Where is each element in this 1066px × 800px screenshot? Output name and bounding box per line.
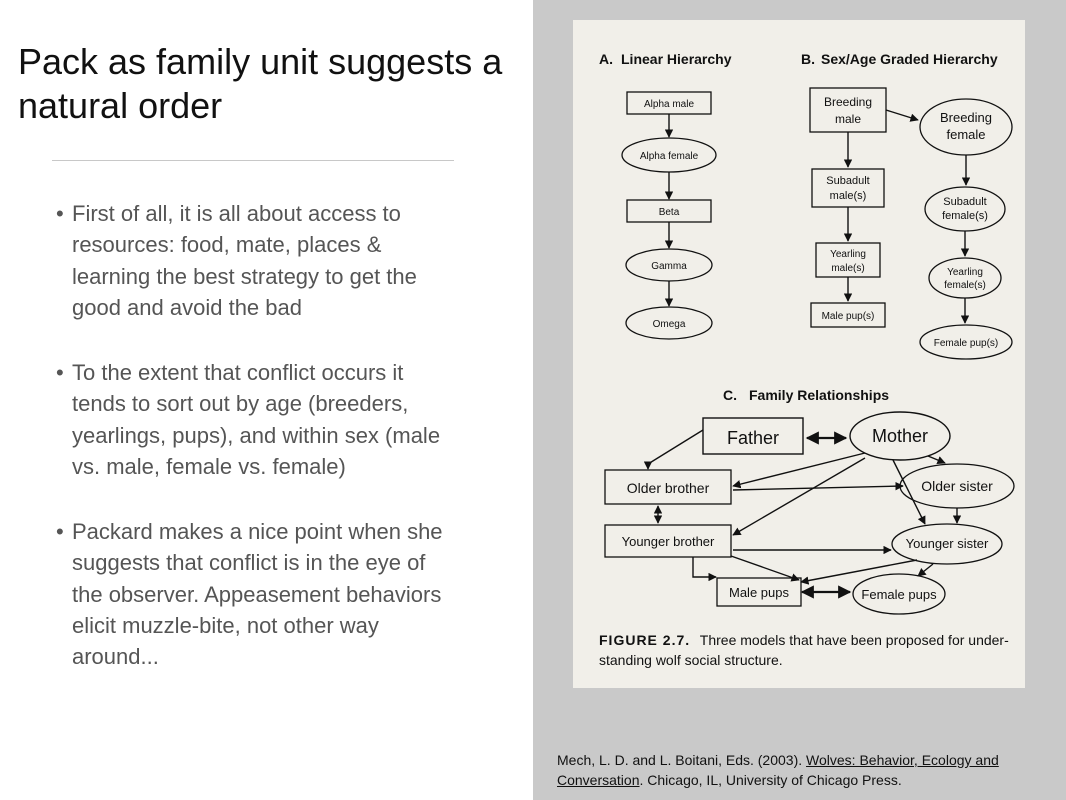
svg-text:Omega: Omega	[653, 319, 686, 330]
panel-a-node-omega: Omega	[625, 306, 713, 340]
bullet-list: First of all, it is all about access to …	[56, 198, 461, 706]
citation-authors: Mech, L. D. and L. Boitani, Eds. (2003).	[557, 752, 807, 768]
panel-c-arrows	[643, 429, 962, 599]
panel-b-node-subadult-females: Subadult female(s)	[924, 186, 1006, 232]
bullet-item: Packard makes a nice point when she sugg…	[56, 516, 461, 673]
panel-a-node-gamma: Gamma	[625, 248, 713, 282]
panel-b-label: B.	[801, 51, 815, 67]
figure-caption-line-1: FIGURE 2.7. Three models that have been …	[599, 632, 1009, 648]
svg-text:Breeding: Breeding	[824, 95, 872, 109]
svg-text:Younger brother: Younger brother	[622, 534, 715, 549]
panel-b-node-yearling-females: Yearling female(s)	[928, 257, 1002, 299]
svg-text:Older brother: Older brother	[627, 480, 710, 496]
panel-c-node-female-pups: Female pups	[852, 573, 946, 615]
svg-text:Yearling: Yearling	[947, 267, 983, 278]
svg-text:Breeding: Breeding	[940, 110, 992, 125]
panel-c-node-older-brother: Older brother	[604, 469, 732, 505]
svg-text:Beta: Beta	[659, 207, 680, 218]
svg-text:Alpha male: Alpha male	[644, 99, 694, 110]
panel-b-node-subadult-males: Subadult male(s)	[811, 168, 885, 208]
panel-c-node-younger-brother: Younger brother	[604, 524, 732, 558]
svg-text:Male pups: Male pups	[729, 585, 789, 600]
slide-title: Pack as family unit suggests a natural o…	[18, 41, 503, 126]
svg-text:male(s): male(s)	[830, 190, 867, 202]
panel-c-node-younger-sister: Younger sister	[891, 523, 1003, 565]
panel-b-node-breeding-female: Breeding female	[919, 98, 1013, 156]
figure-scan: A. Linear Hierarchy Alpha male Alpha fem…	[573, 20, 1025, 688]
title-divider	[52, 160, 454, 161]
svg-text:Younger sister: Younger sister	[906, 536, 989, 551]
panel-c-label: C.	[723, 387, 737, 403]
figure-caption-line-2: standing wolf social structure.	[599, 652, 783, 668]
panel-a-node-alpha-female: Alpha female	[621, 137, 717, 173]
panel-a-node-alpha-male: Alpha male	[626, 91, 712, 115]
panel-c-node-older-sister: Older sister	[899, 463, 1015, 509]
panel-c-node-male-pups: Male pups	[716, 577, 802, 607]
svg-text:female(s): female(s)	[942, 210, 988, 222]
panel-b-node-breeding-male: Breeding male	[809, 87, 887, 133]
svg-text:female: female	[946, 127, 985, 142]
panel-b-node-yearling-males: Yearling male(s)	[815, 242, 881, 278]
svg-text:Male pup(s): Male pup(s)	[822, 311, 875, 322]
panel-c-node-mother: Mother	[849, 411, 951, 461]
panel-a-label: A.	[599, 51, 613, 67]
svg-text:Mother: Mother	[872, 426, 928, 446]
svg-text:Alpha female: Alpha female	[640, 151, 699, 162]
panel-c-title: Family Relationships	[749, 387, 889, 403]
svg-text:male(s): male(s)	[831, 263, 864, 274]
bullet-item: To the extent that conflict occurs it te…	[56, 357, 461, 483]
panel-a-node-beta: Beta	[626, 199, 712, 223]
citation-publisher: . Chicago, IL, University of Chicago Pre…	[639, 771, 902, 788]
svg-text:Older sister: Older sister	[921, 478, 993, 494]
panel-a-title: Linear Hierarchy	[621, 51, 732, 67]
citation-book-title-link[interactable]: Wolves: Behavior, Ecology and Conversati…	[557, 752, 999, 788]
svg-text:Subadult: Subadult	[943, 196, 986, 208]
panel-c-node-father: Father	[702, 417, 804, 455]
svg-text:Subadult: Subadult	[826, 175, 869, 187]
svg-text:Father: Father	[727, 428, 779, 448]
panel-b-node-male-pups: Male pup(s)	[810, 302, 886, 328]
wolf-structure-diagram: A. Linear Hierarchy Alpha male Alpha fem…	[599, 51, 1015, 668]
panel-b-title: Sex/Age Graded Hierarchy	[821, 51, 998, 67]
figure-panel: A. Linear Hierarchy Alpha male Alpha fem…	[533, 0, 1066, 800]
svg-text:Yearling: Yearling	[830, 249, 866, 260]
panel-b-arrows	[843, 109, 971, 324]
svg-text:Female pups: Female pups	[861, 587, 937, 602]
svg-text:Female pup(s): Female pup(s)	[934, 338, 998, 349]
svg-text:Gamma: Gamma	[651, 261, 687, 272]
citation: Mech, L. D. and L. Boitani, Eds. (2003).…	[557, 751, 1047, 790]
svg-text:female(s): female(s)	[944, 280, 986, 291]
bullet-item: First of all, it is all about access to …	[56, 198, 461, 324]
panel-b-node-female-pups: Female pup(s)	[919, 324, 1013, 360]
svg-text:male: male	[835, 112, 861, 126]
